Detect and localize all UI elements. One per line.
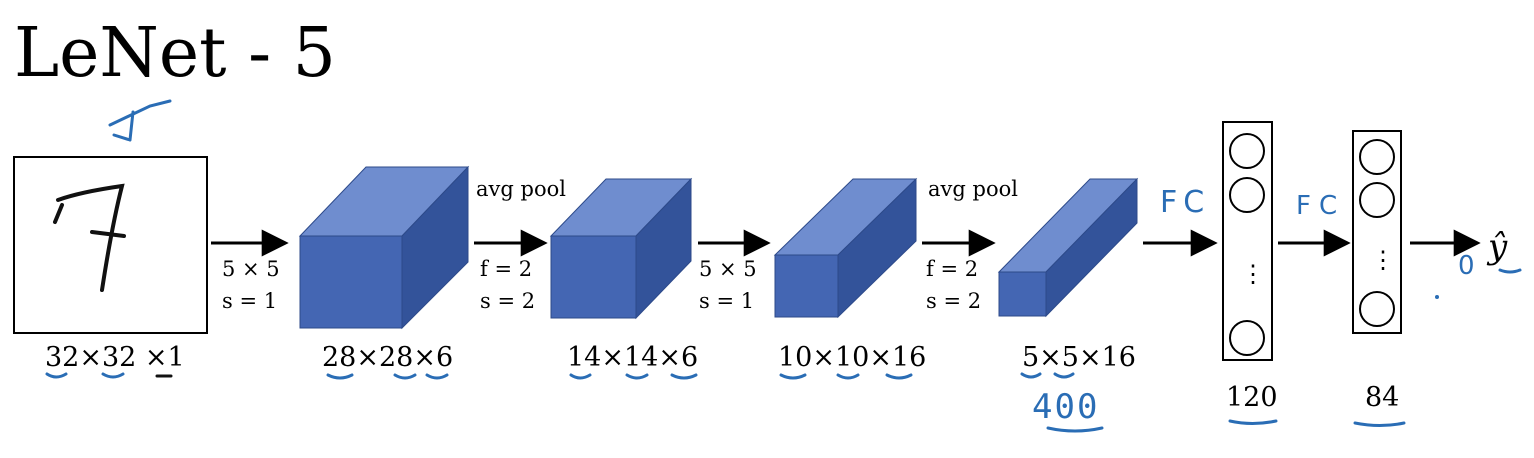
fc-size-label: 120 <box>1226 382 1278 413</box>
fc-layer-84: ⋮ <box>1352 130 1402 334</box>
op-label-pool2-stride: s = 2 <box>926 289 981 313</box>
volume-dims-label: 10×10×16 <box>778 342 926 373</box>
op-label-pool1-filter: f = 2 <box>480 257 532 281</box>
flatten-size-annotation: 400 <box>1032 387 1099 427</box>
neuron <box>1229 177 1265 213</box>
page-title: LeNet - 5 <box>14 14 336 93</box>
output-y-hat: ŷ <box>1486 227 1508 267</box>
op-label-conv2-filter: 5 × 5 <box>699 257 757 281</box>
fc-annotation: FC <box>1160 185 1210 220</box>
volume-dims-label: 5×5×16 <box>1022 342 1136 373</box>
handwritten-underlines <box>45 268 1522 433</box>
op-label-pool1-type: avg pool <box>476 177 566 201</box>
neuron <box>1359 182 1395 218</box>
output-annotation: 0 <box>1458 251 1475 281</box>
op-label-pool2-filter: f = 2 <box>926 257 978 281</box>
volume-5x5x16 <box>997 177 1139 318</box>
op-label-conv1-filter: 5 × 5 <box>222 257 280 281</box>
op-label-pool1-stride: s = 2 <box>480 289 535 313</box>
op-label-pool2-type: avg pool <box>928 177 1018 201</box>
cube-front <box>774 254 839 318</box>
neuron <box>1359 139 1395 175</box>
handwritten-digit-stroke-icon <box>53 183 126 292</box>
volume-dims-label: 28×28×6 <box>322 342 453 373</box>
op-label-conv1-stride: s = 1 <box>222 289 277 313</box>
cube-front <box>998 271 1047 317</box>
fc-size-label: 84 <box>1365 382 1399 413</box>
volume-10x10x16 <box>773 177 918 319</box>
fc-ellipsis: ⋮ <box>1371 246 1395 274</box>
neuron <box>1229 320 1265 356</box>
op-label-conv2-stride: s = 1 <box>699 289 754 313</box>
cube-front <box>550 235 637 319</box>
fc-layer-120: ⋮ <box>1222 121 1273 361</box>
volume-dims-label: 14×14×6 <box>567 342 698 373</box>
cube-front <box>299 235 403 329</box>
fc-annotation: FC <box>1296 191 1345 221</box>
fc-ellipsis: ⋮ <box>1241 260 1265 288</box>
neuron <box>1359 291 1395 327</box>
handwritten-mark-icon <box>108 99 172 142</box>
input-digit: 7 <box>0 0 1 1</box>
volume-28x28x6 <box>298 165 470 330</box>
input-dims: 32×32 ×1 <box>45 342 185 373</box>
ink-dot <box>1435 295 1439 299</box>
volume-14x14x6 <box>549 177 693 320</box>
neuron <box>1229 133 1265 169</box>
